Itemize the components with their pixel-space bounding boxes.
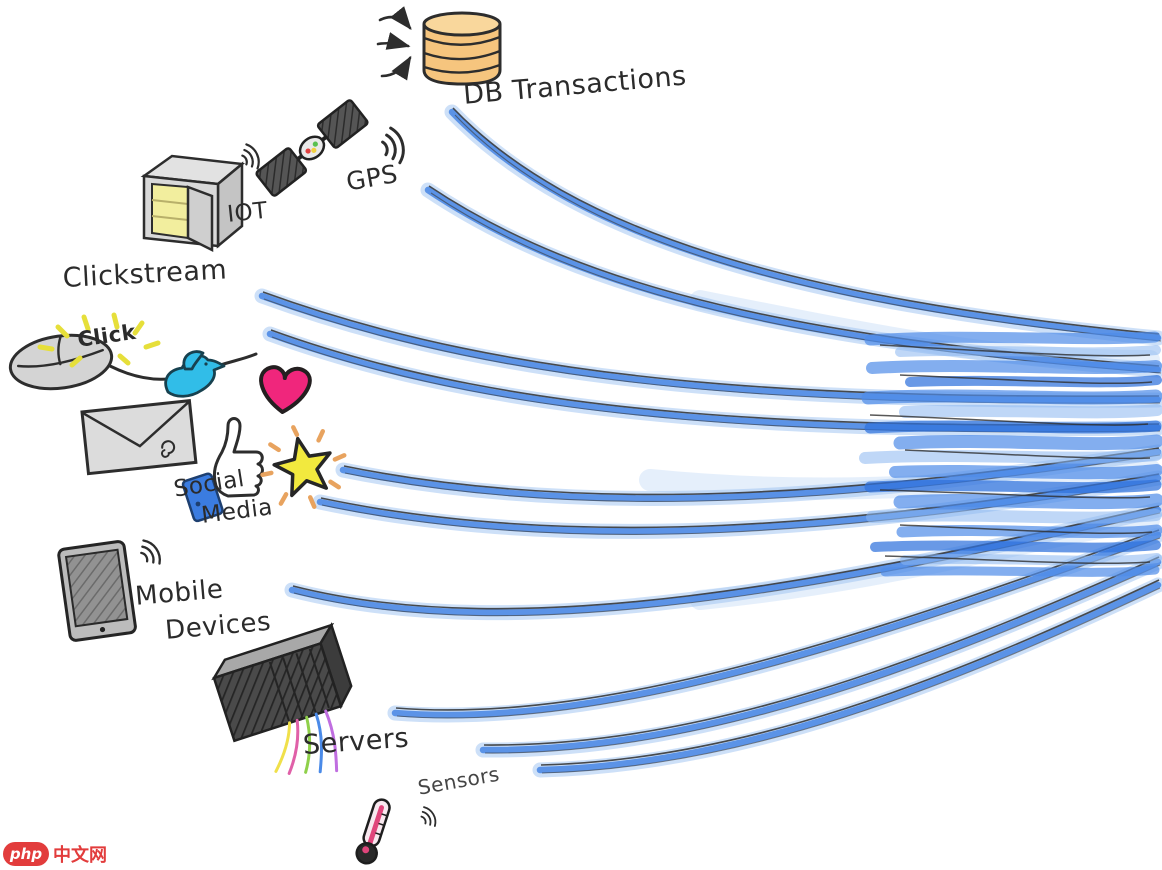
server-rack-icon: [211, 622, 353, 775]
watermark-site-name: 中文网: [53, 845, 107, 866]
thermometer-icon: [355, 798, 391, 865]
computer-mouse-icon: [8, 333, 258, 391]
star-icon: [260, 425, 347, 509]
envelope-icon: [80, 399, 198, 476]
smart-appliance-icon: [140, 154, 246, 253]
smartphone-icon: [57, 540, 137, 642]
php-logo-badge: php: [3, 842, 49, 866]
thumbs-up-icon: [181, 417, 264, 523]
satellite-icon: [255, 99, 369, 197]
watermark: php 中文网: [3, 841, 107, 867]
bird-icon: [164, 350, 226, 398]
heart-icon: [259, 365, 312, 414]
arrows-into-database-icon: [376, 6, 412, 81]
sensor-signal-waves-icon: [389, 791, 451, 853]
stream-bundle: [859, 331, 1162, 577]
database-icon: [422, 11, 502, 86]
click-burst-icon: [37, 312, 161, 368]
iot-label: IOT: [226, 197, 269, 228]
